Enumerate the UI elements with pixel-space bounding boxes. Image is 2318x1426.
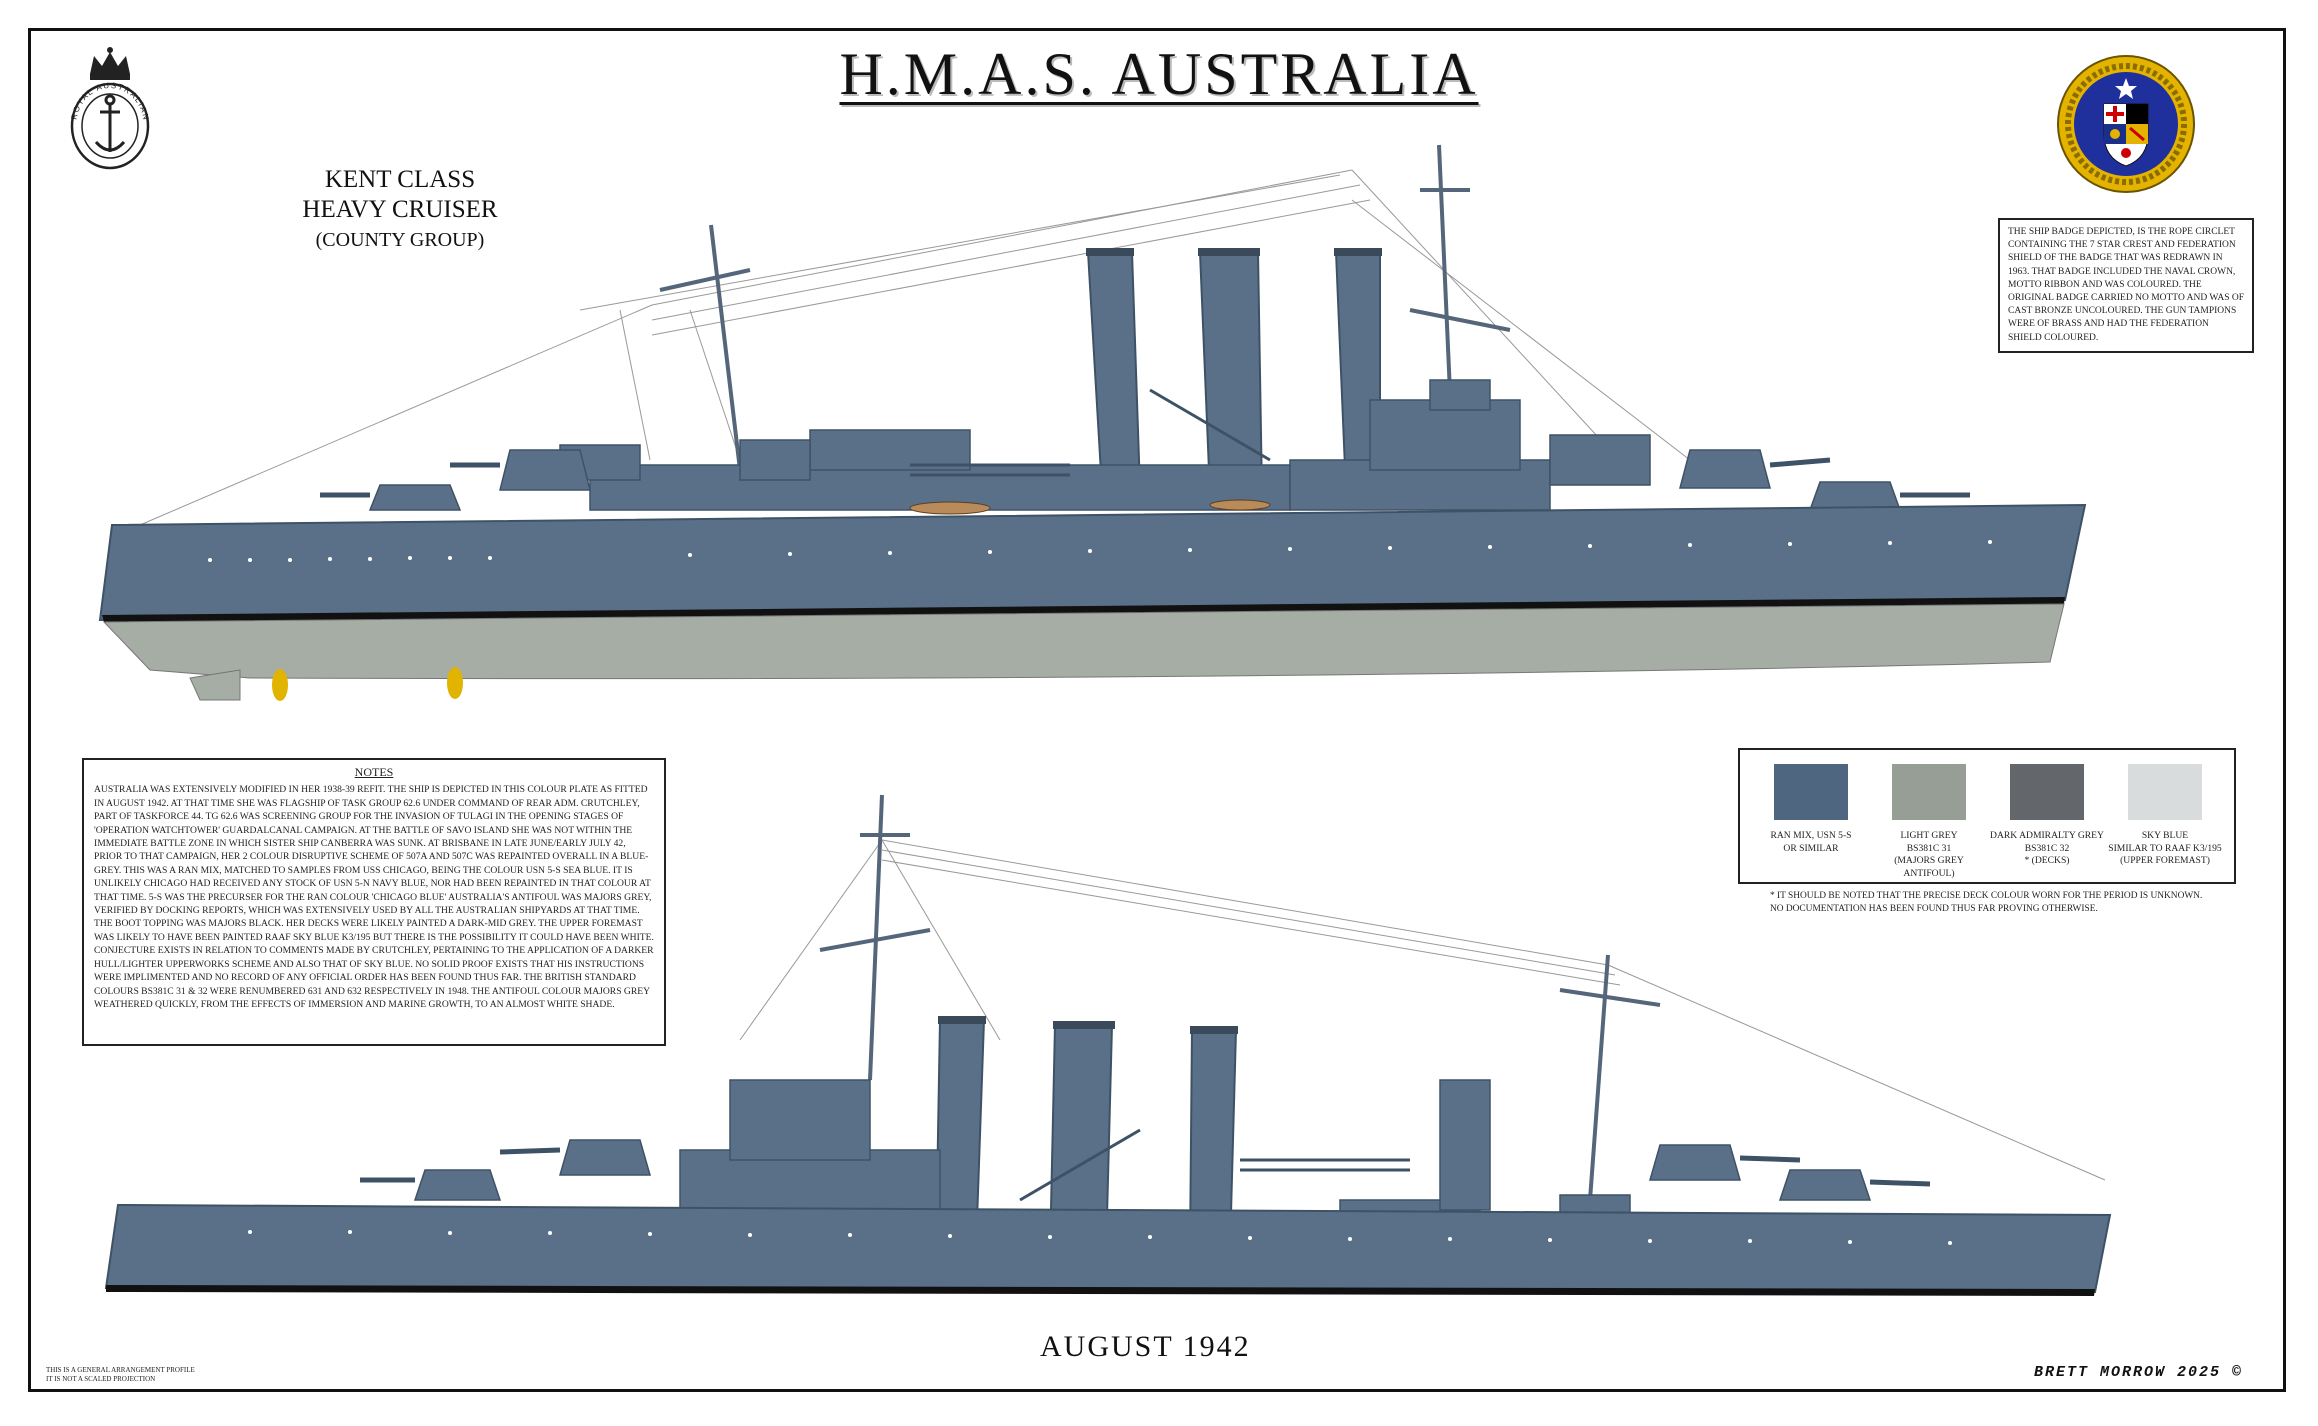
class-line-3: (COUNTY GROUP) — [315, 229, 485, 251]
boot-topping — [106, 1285, 2095, 1296]
rigging-wires — [139, 169, 1691, 526]
boot-topping — [102, 597, 2065, 622]
anchor-icon — [94, 94, 126, 152]
palette-note: * IT SHOULD BE NOTED THAT THE PRECISE DE… — [1770, 891, 2203, 914]
ship-badge — [2057, 55, 2195, 193]
lower-ship-profile — [104, 794, 2112, 1296]
plate-border — [28, 28, 2286, 1392]
funnels — [934, 1019, 1238, 1256]
upper-ship-profile — [98, 144, 2087, 701]
date-label: AUGUST 1942 — [1040, 1330, 1251, 1363]
crown-icon — [90, 47, 130, 80]
turrets — [413, 1139, 1872, 1201]
ship-class-block: KENT CLASS HEAVY CRUISER (COUNTY GROUP) — [290, 165, 510, 255]
star-icon — [2115, 78, 2137, 99]
class-line-1: KENT CLASS — [324, 166, 476, 193]
rigging-wires — [739, 839, 2106, 1181]
propeller-icons — [272, 667, 463, 701]
hull — [98, 503, 2087, 622]
mainmast — [1559, 954, 1661, 1201]
notes-text: AUSTRALIA WAS EXTENSIVELY MODIFIED IN HE… — [94, 784, 654, 1010]
ran-logo: ROYAL AUSTRALIAN NAVY — [62, 44, 150, 170]
foremast — [819, 794, 931, 1081]
gun-barrels — [320, 457, 1970, 498]
swatch-sky-blue — [2128, 764, 2202, 820]
page-title: H.M.A.S. AUSTRALIA — [839, 41, 1479, 107]
badge-note: THE SHIP BADGE DEPICTED, IS THE ROPE CIR… — [1998, 218, 2254, 353]
disclaimer: THIS IS A GENERAL ARRANGEMENT PROFILE IT… — [46, 1366, 195, 1383]
funnels — [1086, 251, 1381, 496]
swatch-light-grey — [1892, 764, 1966, 820]
artist-credit: BRETT MORROW 2025 © — [2034, 1364, 2244, 1381]
class-line-2: HEAVY CRUISER — [302, 196, 498, 223]
turrets — [368, 449, 1902, 511]
gun-barrels — [360, 1147, 1931, 1187]
hull — [104, 1203, 2112, 1294]
antifoul — [102, 603, 2065, 680]
mainmast — [659, 224, 751, 471]
portholes — [248, 1230, 1952, 1245]
superstructure — [559, 379, 1651, 511]
notes-heading: NOTES — [354, 765, 394, 779]
swatch-dark-admiralty-grey — [2010, 764, 2084, 820]
notes-box: NOTES AUSTRALIA WAS EXTENSIVELY MODIFIED… — [82, 758, 666, 1046]
portholes — [208, 540, 1992, 562]
swatch-ran-mix — [1774, 764, 1848, 820]
